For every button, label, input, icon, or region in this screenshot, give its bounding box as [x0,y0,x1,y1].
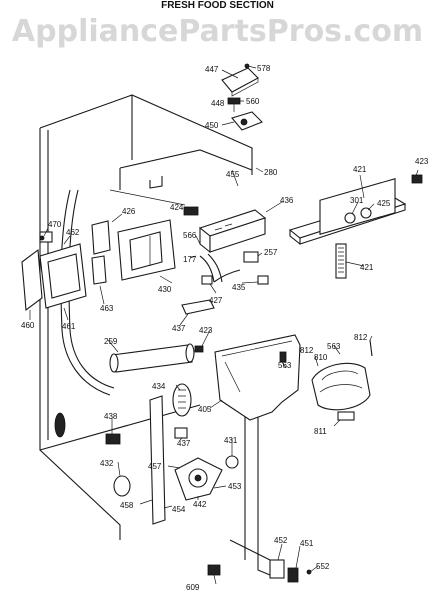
part-label: 563 [278,361,292,370]
diagram-title: FRESH FOOD SECTION [161,0,274,11]
part-label: 426 [122,207,136,216]
part-label: 430 [158,285,172,294]
vent-grille [335,243,347,279]
knob-431 [225,455,239,469]
part-label: 177 [183,255,197,264]
part-label: 424 [170,203,184,212]
part-label: 437 [172,324,186,333]
leader-lines [29,65,419,585]
part-label: 301 [350,196,364,205]
part-label: 437 [177,439,191,448]
watermark: AppliancePartsPros.com [11,14,424,49]
part-label: 810 [314,353,328,362]
part-label: 423 [199,326,213,335]
control-cover-plate [288,174,423,245]
left-duct [54,189,115,438]
part-label: 450 [205,121,219,130]
part-label: 461 [62,322,76,331]
part-label: 434 [152,382,166,391]
clip-437 [174,427,188,439]
part-label: 431 [224,436,238,445]
part-label: 435 [232,283,246,292]
switch-438 [105,433,121,445]
part-label: 425 [377,199,391,208]
part-label: 421 [353,165,367,174]
part-label: 448 [211,99,225,108]
part-label: 455 [226,170,240,179]
heater-assembly [279,339,373,421]
part-label: 447 [205,65,219,74]
part-label: 280 [264,168,278,177]
part-label: 432 [100,459,114,468]
damper-442 [174,457,223,501]
clip-423 [194,345,204,353]
part-label: 405 [198,405,212,414]
part-label: 452 [274,536,288,545]
part-label: 460 [21,321,35,330]
mounting-bracket [91,219,176,285]
part-label: 436 [280,196,294,205]
light-tube [109,343,195,373]
part-label: 427 [209,296,223,305]
wire-harness [199,251,269,285]
part-label: 453 [228,482,242,491]
left-assembly [21,231,87,312]
light-432 [113,475,131,497]
part-label: 609 [186,583,200,592]
control-housing [183,206,267,254]
part-label: 812 [354,333,368,342]
part-label: 454 [172,505,186,514]
part-label: 442 [193,500,207,509]
part-label: 560 [246,97,260,106]
part-label: 458 [120,501,134,510]
part-label: 462 [66,228,80,237]
hinge-452 [269,559,312,583]
part-label: 552 [316,562,330,571]
air-baffle [214,334,301,421]
part-label: 421 [360,263,374,272]
part-label: 566 [183,231,197,240]
part-label: 811 [314,427,327,436]
part-label: 257 [264,248,278,257]
part-label: 470 [48,220,62,229]
part-labels: 447 578 448 560 450 455 280 421 423 301 … [21,64,429,592]
shelf-clip [181,299,215,315]
part-label: 812 [300,346,314,355]
control-knob-assembly [221,63,263,131]
roller-609 [207,564,221,576]
bulb-socket [172,383,192,417]
part-label: 578 [257,64,271,73]
panel-454 [149,395,166,525]
part-label: 463 [100,304,114,313]
part-label: 259 [104,337,118,346]
part-label: 438 [104,412,118,421]
part-label: 457 [148,462,162,471]
part-label: 563 [327,342,341,351]
part-label: 423 [415,157,429,166]
part-label: 451 [300,539,314,548]
